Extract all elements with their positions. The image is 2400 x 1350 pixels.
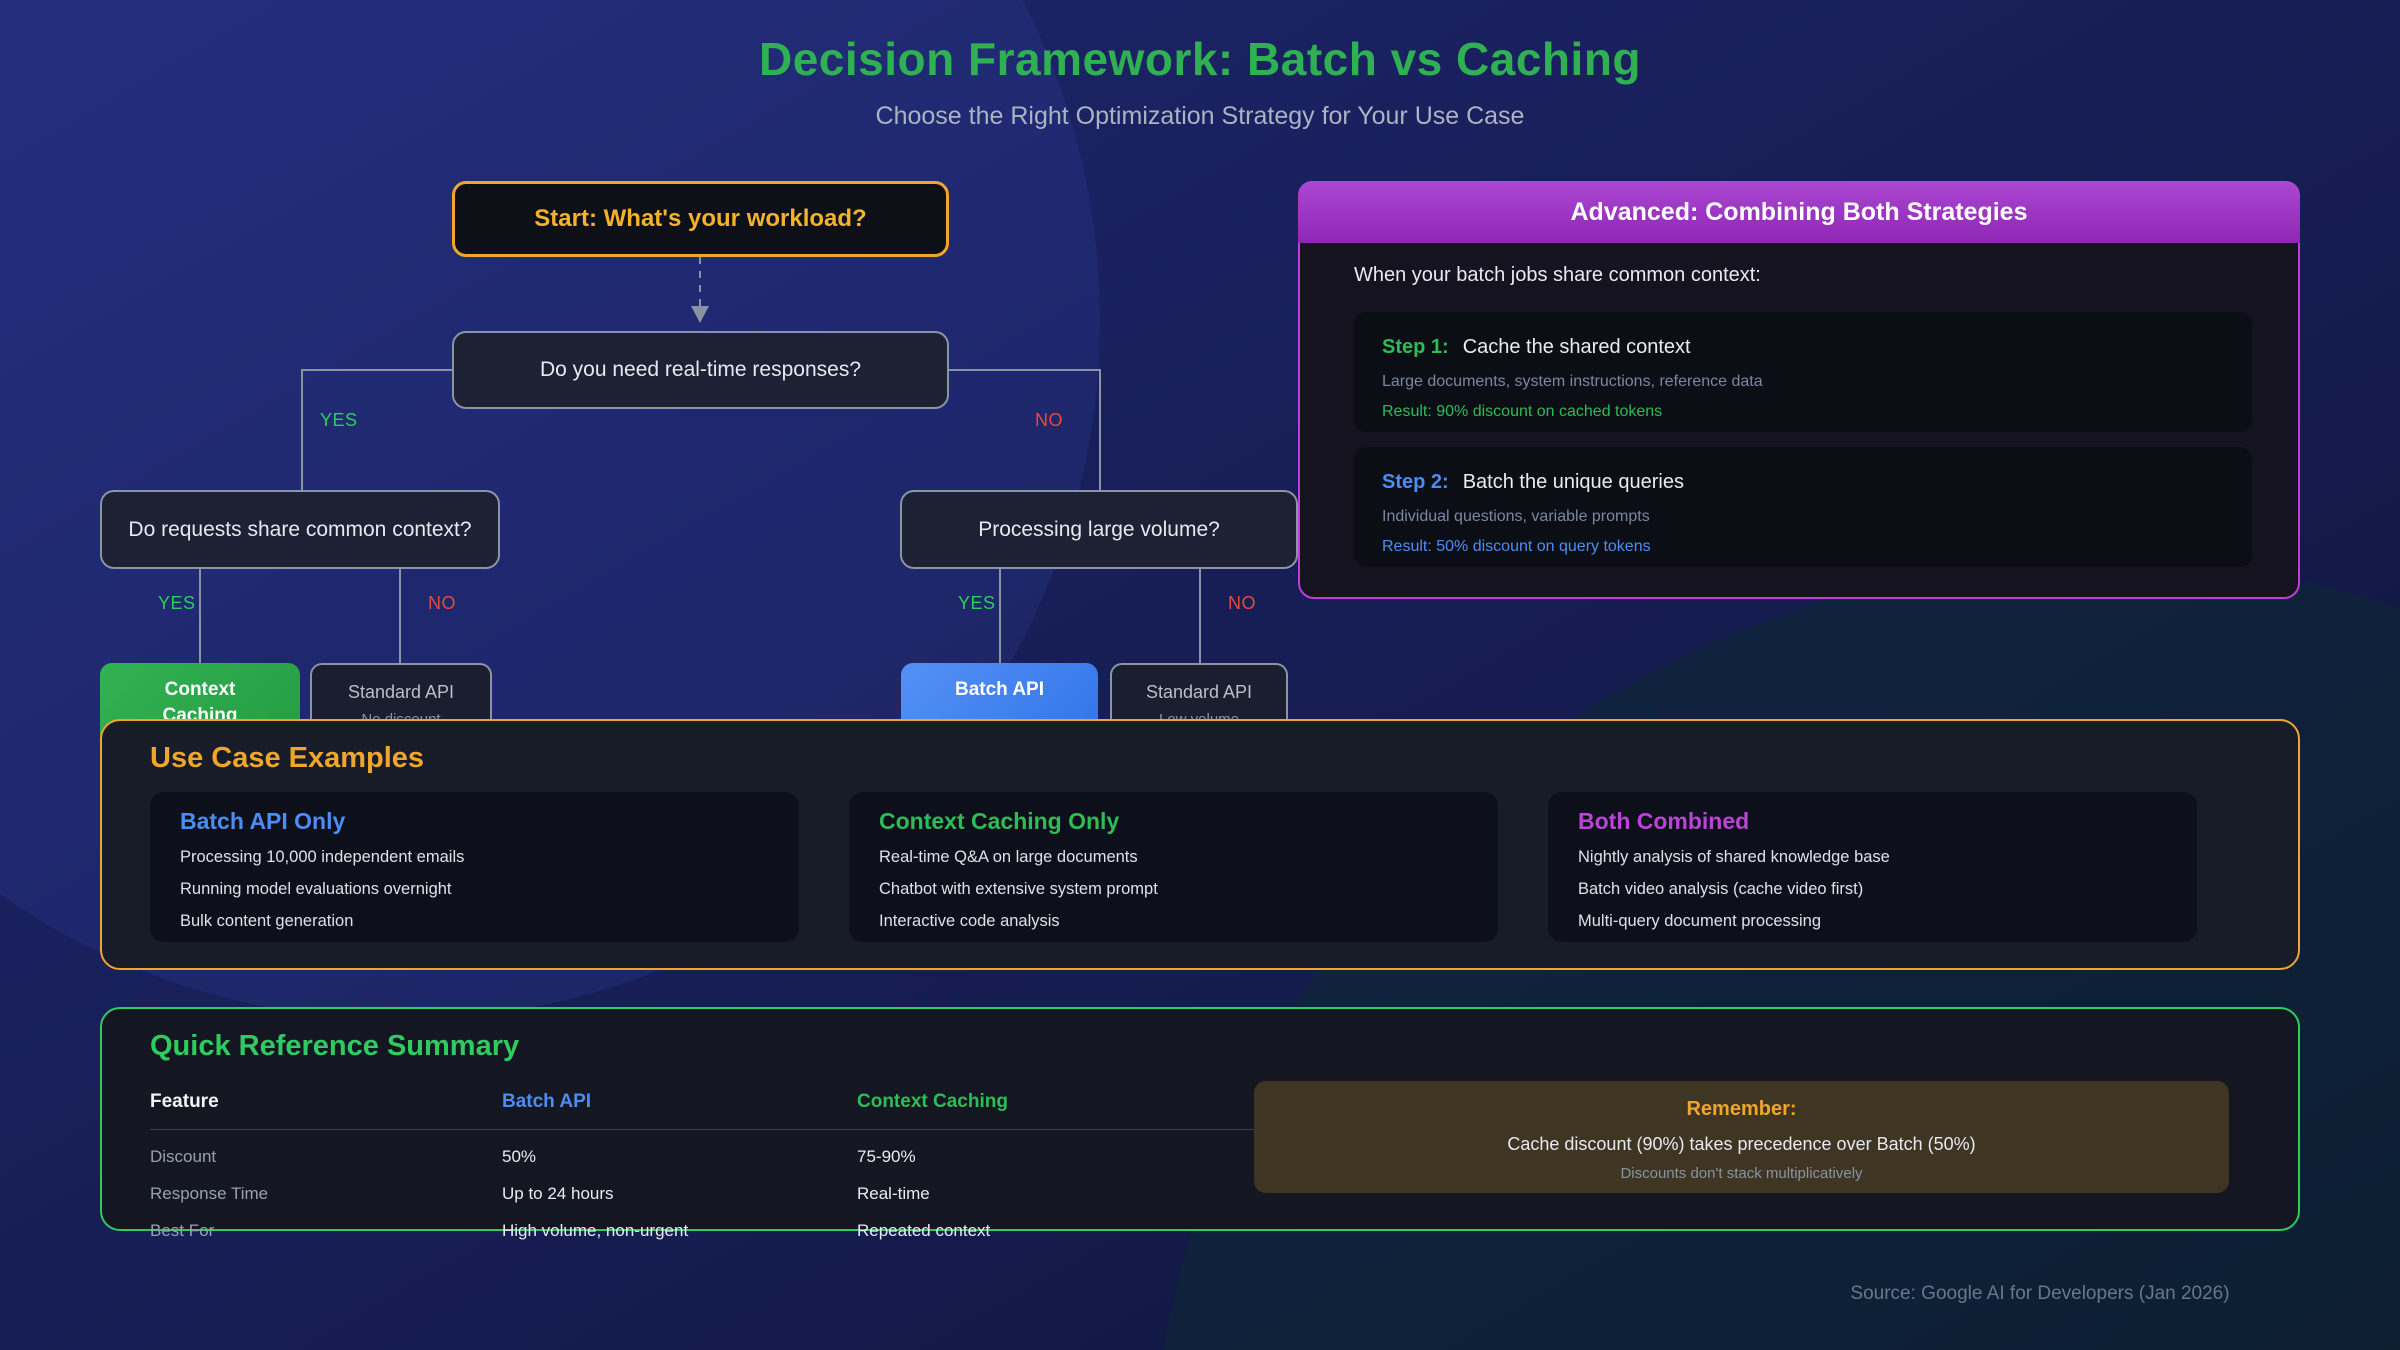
remember-callout: Remember: Cache discount (90%) takes pre… [1254,1081,2229,1193]
card-item: Bulk content generation [180,912,354,930]
advanced-step-1-card: Step 1: Cache the shared context Large do… [1354,312,2252,432]
step-description: Individual questions, variable prompts [1382,508,1650,525]
arrow-down-icon [691,306,709,323]
branch-label-yes-3: YES [958,593,996,613]
column-header-feature: Feature [150,1091,219,1112]
summary-panel-title: Quick Reference Summary [150,1030,520,1062]
step-label: Step 1: [1382,336,1449,358]
row-batch-value: High volume, non-urgent [502,1221,689,1240]
branch-label-no-2: NO [428,593,456,613]
card-item: Chatbot with extensive system prompt [879,880,1158,898]
decision-realtime: Do you need real-time responses? [452,331,949,409]
use-case-panel: Use Case Examples Batch API Only Process… [100,719,2300,970]
page-subtitle: Choose the Right Optimization Strategy f… [875,102,1525,130]
column-header-batch: Batch API [502,1091,592,1112]
step-heading: Step 2: Batch the unique queries [1382,471,2224,494]
page-title: Decision Framework: Batch vs Caching [758,33,1642,85]
remember-title: Remember: [1686,1098,1797,1120]
card-item: Interactive code analysis [879,912,1060,930]
summary-table-header-row: Feature Batch API Context Caching [150,1091,1254,1130]
card-item: Batch video analysis (cache video first) [1578,880,1864,898]
use-case-card-combined: Both Combined Nightly analysis of shared… [1548,792,2197,942]
row-label: Response Time [150,1184,269,1203]
column-header-caching: Context Caching [857,1091,1008,1112]
row-batch-value: 50% [502,1147,537,1166]
card-item: Nightly analysis of shared knowledge bas… [1578,848,1890,866]
remember-line1: Cache discount (90%) takes precedence ov… [1507,1134,1976,1154]
use-case-card-caching: Context Caching Only Real-time Q&A on la… [849,792,1498,942]
remember-line2: Discounts don't stack multiplicatively [1620,1165,1863,1182]
step-title: Cache the shared context [1462,336,1691,358]
row-batch-value: Up to 24 hours [502,1184,614,1203]
row-caching-value: 75-90% [857,1147,916,1166]
advanced-intro: When your batch jobs share common contex… [1354,264,1761,286]
table-row: Best For High volume, non-urgent Repeate… [150,1221,1254,1241]
table-row: Discount 50% 75-90% [150,1147,1254,1167]
source-note: Source: Google AI for Developers (Jan 20… [1850,1283,2230,1304]
card-title: Both Combined [1578,808,1750,834]
branch-label-yes-1: YES [320,410,358,430]
connector-yes-left [301,369,452,490]
card-item: Multi-query document processing [1578,912,1822,930]
advanced-panel: Advanced: Combining Both Strategies When… [1298,181,2300,599]
step-heading: Step 1: Cache the shared context [1382,336,2224,359]
card-title: Batch API Only [180,808,346,834]
advanced-step-2-card: Step 2: Batch the unique queries Individu… [1354,447,2252,567]
leaf-title: Standard API [347,682,455,702]
row-caching-value: Real-time [857,1184,930,1203]
row-caching-value: Repeated context [857,1221,991,1240]
decision-shared-context: Do requests share common context? [100,490,500,569]
summary-panel: Quick Reference Summary Feature Batch AP… [100,1007,2300,1240]
step-result: Result: 50% discount on query tokens [1382,538,1651,555]
row-label: Best For [150,1221,215,1240]
branch-label-no-1: NO [1035,410,1063,430]
branch-label-yes-2: YES [158,593,196,613]
step-label: Step 2: [1382,471,1449,493]
step-result: Result: 90% discount on cached tokens [1382,403,1663,420]
connector-no-right [949,369,1101,490]
use-case-panel-title: Use Case Examples [150,742,425,774]
summary-table: Feature Batch API Context Caching Discou… [150,1091,1254,1241]
card-item: Processing 10,000 independent emails [180,848,465,866]
card-item: Running model evaluations overnight [180,880,452,898]
leaf-title: Standard API [1145,682,1253,702]
use-case-card-batch: Batch API Only Processing 10,000 indepen… [150,792,799,942]
step-title: Batch the unique queries [1462,471,1684,493]
row-label: Discount [150,1147,217,1166]
leaf-title: Batch API [954,679,1045,700]
card-item: Real-time Q&A on large documents [879,848,1138,866]
table-row: Response Time Up to 24 hours Real-time [150,1184,1254,1204]
branch-label-no-3: NO [1228,593,1256,613]
decision-large-volume: Processing large volume? [900,490,1298,569]
step-description: Large documents, system instructions, re… [1382,373,1763,390]
card-title: Context Caching Only [879,808,1120,834]
start-node: Start: What's your workload? [452,181,949,257]
advanced-panel-header: Advanced: Combining Both Strategies [1298,181,2300,243]
